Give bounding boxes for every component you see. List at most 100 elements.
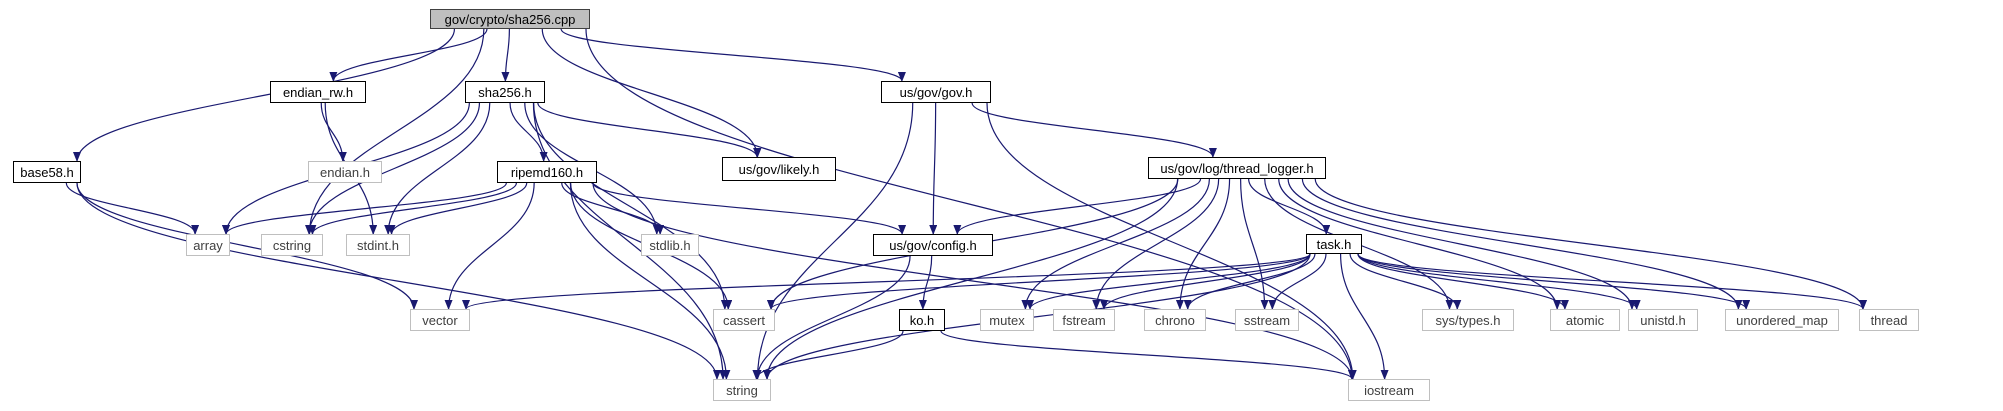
edge-ripemd160-to-array	[222, 182, 507, 235]
node-ko[interactable]: ko.h	[899, 309, 945, 331]
node-label: task.h	[1316, 236, 1352, 252]
node-label: mutex	[989, 312, 1025, 328]
edge-thread_logger-to-unordered_map	[1301, 178, 1743, 310]
edge-endian_rw-to-endian	[320, 102, 347, 162]
edge-sha256-to-likely	[537, 102, 761, 158]
node-systypes: sys/types.h	[1422, 309, 1514, 331]
edge-sha256-to-string	[532, 102, 728, 380]
edge-gov-to-iostream	[986, 102, 1357, 380]
node-cassert: cassert	[713, 309, 775, 331]
edge-base58-to-vector	[76, 182, 418, 310]
edge-task-to-unordered_map	[1357, 253, 1751, 310]
edge-root-to-base58	[73, 28, 456, 162]
edge-root-to-iostream	[585, 28, 1356, 380]
edge-thread_logger-to-sstream	[1240, 178, 1269, 310]
edge-task-to-vector	[462, 253, 1311, 310]
edge-thread_logger-to-unistd	[1287, 178, 1636, 310]
node-label: stdlib.h	[649, 237, 691, 253]
edge-ripemd160-to-vector	[444, 182, 535, 310]
node-vector: vector	[410, 309, 470, 331]
node-label: gov/crypto/sha256.cpp	[444, 11, 576, 27]
node-label: endian_rw.h	[282, 84, 354, 100]
node-label: atomic	[1565, 312, 1605, 328]
node-atomic: atomic	[1550, 309, 1620, 331]
edge-root-to-cstring	[305, 28, 485, 235]
node-label: fstream	[1062, 312, 1106, 328]
node-label: endian.h	[320, 164, 370, 180]
node-config[interactable]: us/gov/config.h	[873, 234, 993, 256]
edge-task-to-atomic	[1357, 253, 1569, 310]
edge-ripemd160-to-stdint	[387, 182, 528, 235]
node-task[interactable]: task.h	[1306, 234, 1362, 254]
node-chrono: chrono	[1144, 309, 1206, 331]
node-label: us/gov/log/thread_logger.h	[1160, 160, 1314, 176]
node-endian-rw[interactable]: endian_rw.h	[270, 81, 366, 103]
node-label: us/gov/likely.h	[738, 161, 820, 177]
edge-thread_logger-to-thread	[1314, 178, 1867, 310]
node-label: us/gov/gov.h	[899, 84, 973, 100]
edge-thread_logger-to-chrono	[1175, 178, 1231, 310]
node-label: vector	[422, 312, 458, 328]
node-label: ko.h	[909, 312, 935, 328]
edge-config-to-ko	[918, 255, 933, 310]
node-iostream: iostream	[1348, 379, 1430, 401]
edge-ko-to-string	[752, 330, 904, 380]
node-stdlib: stdlib.h	[641, 234, 699, 256]
node-label: cassert	[723, 312, 765, 328]
node-label: sys/types.h	[1435, 312, 1501, 328]
node-gov[interactable]: us/gov/gov.h	[881, 81, 991, 103]
edge-task-to-iostream	[1340, 253, 1389, 380]
edge-task-to-thread	[1357, 253, 1867, 310]
edge-task-to-cassert	[767, 253, 1311, 310]
node-label: cstring	[272, 237, 312, 253]
edge-sha256-to-ripemd160	[509, 102, 548, 162]
edge-sha256-to-stdint	[384, 102, 491, 235]
node-sstream: sstream	[1235, 309, 1299, 331]
edge-ripemd160-to-iostream	[592, 182, 1356, 380]
node-sha256[interactable]: sha256.h	[465, 81, 545, 103]
edge-ripemd160-to-string	[569, 182, 731, 380]
edge-thread_logger-to-config	[953, 178, 1202, 235]
node-stdint: stdint.h	[346, 234, 410, 256]
edge-thread_logger-to-mutex	[1021, 178, 1210, 310]
node-label: ripemd160.h	[510, 164, 584, 180]
edge-root-to-endian_rw	[329, 28, 488, 82]
node-label: stdint.h	[357, 237, 399, 253]
edge-task-to-string	[763, 253, 1311, 380]
node-label: sha256.h	[478, 84, 532, 100]
edge-task-to-unistd	[1357, 253, 1641, 310]
edge-gov-to-string	[753, 102, 914, 380]
edge-base58-to-string	[76, 182, 721, 380]
node-base58[interactable]: base58.h	[13, 161, 81, 183]
node-endian: endian.h	[308, 161, 382, 183]
node-fstream: fstream	[1053, 309, 1115, 331]
node-thread: thread	[1859, 309, 1919, 331]
node-array: array	[186, 234, 230, 256]
edge-ko-to-iostream	[940, 330, 1356, 380]
edge-config-to-string	[753, 255, 911, 380]
node-label: iostream	[1364, 382, 1414, 398]
edge-ripemd160-to-stdlib	[561, 182, 665, 235]
node-unistd: unistd.h	[1628, 309, 1698, 331]
edge-base58-to-array	[65, 182, 200, 235]
edge-gov-to-thread_logger	[971, 102, 1217, 158]
edge-sha256-to-cassert	[533, 102, 729, 310]
node-unordered-map: unordered_map	[1725, 309, 1839, 331]
node-likely[interactable]: us/gov/likely.h	[722, 157, 836, 181]
edge-root-to-gov	[560, 28, 906, 82]
edge-root-to-likely	[541, 28, 762, 158]
edge-thread_logger-to-atomic	[1278, 178, 1562, 310]
edge-task-to-fstream	[1100, 253, 1311, 310]
edge-ripemd160-to-cstring	[308, 182, 517, 235]
edge-task-to-sstream	[1268, 253, 1327, 310]
node-ripemd160[interactable]: ripemd160.h	[497, 161, 597, 183]
node-string: string	[713, 379, 771, 401]
node-label: thread	[1870, 312, 1908, 328]
node-root[interactable]: gov/crypto/sha256.cpp	[430, 9, 590, 29]
edge-gov-to-config	[929, 102, 938, 235]
node-cstring: cstring	[261, 234, 323, 256]
node-thread-logger[interactable]: us/gov/log/thread_logger.h	[1148, 157, 1326, 179]
node-label: us/gov/config.h	[889, 237, 977, 253]
